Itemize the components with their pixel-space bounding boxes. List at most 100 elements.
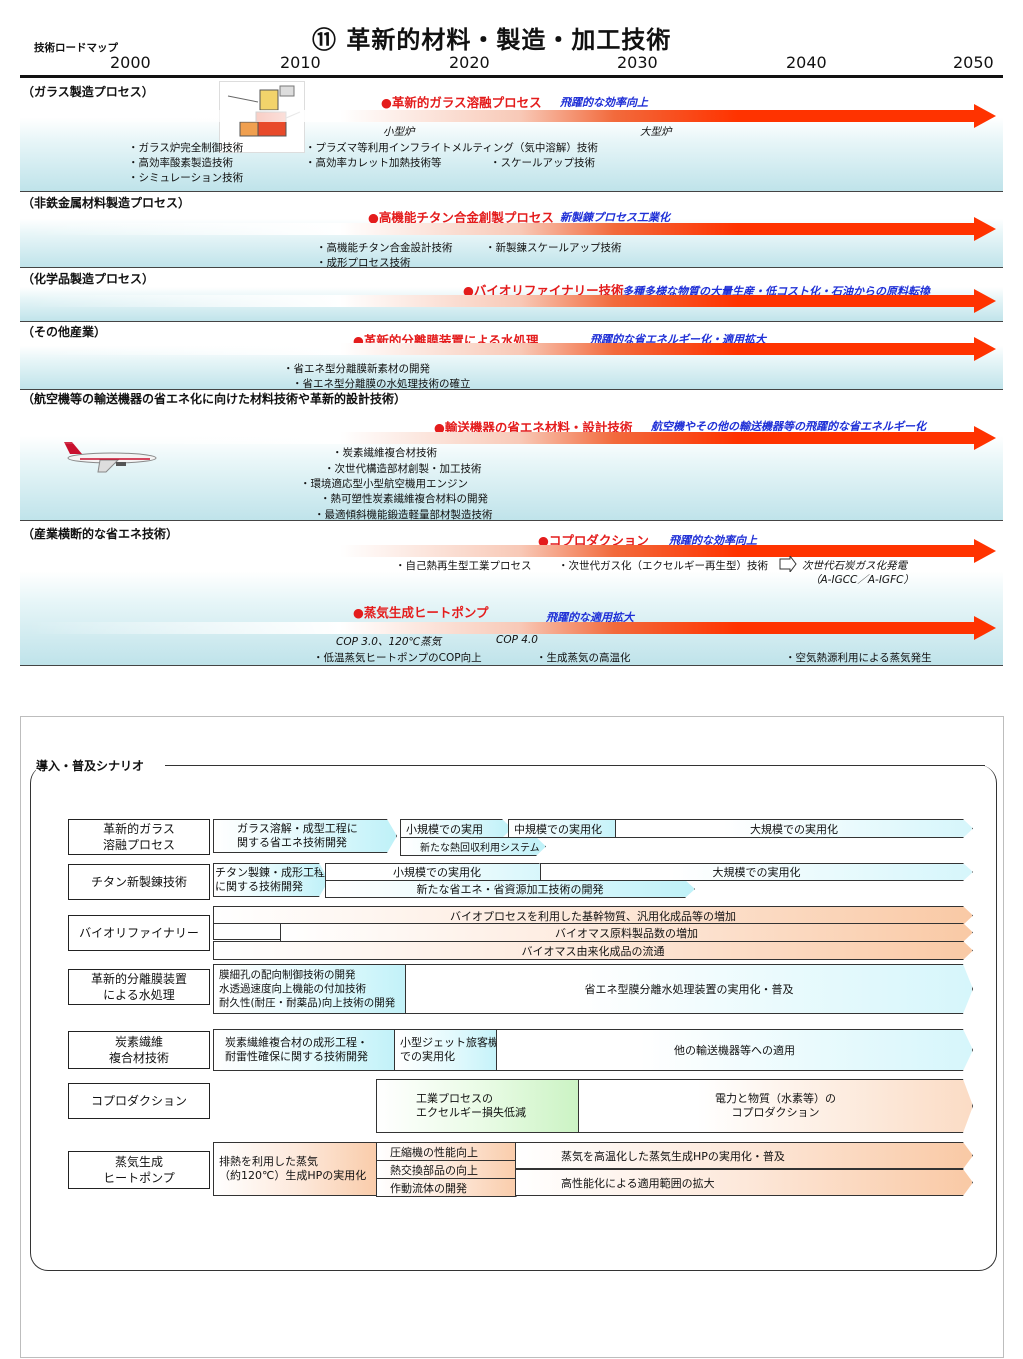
next-note: （A-IGCC／A-IGFC） bbox=[810, 574, 914, 586]
scenario-row-label: チタン新製錬技術 bbox=[68, 864, 210, 900]
tech-item: ・環境適応型小型航空機用エンジン bbox=[300, 478, 468, 490]
scenario-row-label: 炭素繊維複合材技術 bbox=[68, 1031, 210, 1069]
scenario-title-rule bbox=[165, 765, 985, 766]
tech-item: ・最適傾斜機能鍛造軽量部材製造技術 bbox=[314, 509, 493, 521]
milestone-note: 大型炉 bbox=[640, 126, 672, 138]
roadmap-arrow bbox=[28, 539, 996, 563]
arrow-subtitle: 多種多様な物質の大量生産・低コスト化・石油からの原料転換 bbox=[622, 285, 930, 298]
scenario-step: 炭素繊維複合材の成形工程・耐雷性確保に関する技術開発 bbox=[213, 1029, 405, 1071]
tech-item: ・自己熱再生型工業プロセス bbox=[395, 560, 532, 572]
year-label: 2010 bbox=[280, 53, 321, 72]
arrow-title: ●高機能チタン合金創製プロセス bbox=[368, 210, 554, 225]
scenario-step: 中規模での実用化 bbox=[508, 819, 626, 838]
timeline-axis bbox=[20, 75, 1003, 78]
tech-item: ・新製錬スケールアップ技術 bbox=[485, 242, 622, 254]
tech-item: ・省エネ型分離膜新素材の開発 bbox=[283, 363, 430, 375]
tech-item: ・次世代ガス化（エクセルギー再生型）技術 bbox=[558, 560, 768, 572]
scenario-step: 高性能化による適用範囲の拡大 bbox=[515, 1169, 973, 1196]
scenario-row-label: コプロダクション bbox=[68, 1083, 210, 1119]
arrow-subtitle: 飛躍的な適用拡大 bbox=[546, 611, 634, 624]
scenario-step: 膜細孔の配向制御技術の開発水透過速度向上機能の付加技術耐久性(耐圧・耐薬品)向上… bbox=[213, 964, 417, 1014]
scenario-row-label: バイオリファイナリー bbox=[68, 915, 210, 951]
milestone-note: COP 4.0 bbox=[496, 634, 538, 646]
section-category: （化学品製造プロセス） bbox=[22, 272, 155, 286]
roadmap-arrow bbox=[28, 616, 996, 640]
tech-item: ・プラズマ等利用インフライトメルティング（気中溶解）技術 bbox=[305, 142, 598, 154]
year-label: 2040 bbox=[786, 53, 827, 72]
section-transport bbox=[20, 389, 1003, 521]
arrow-title: ●革新的ガラス溶融プロセス bbox=[381, 95, 542, 110]
scenario-bar-edge bbox=[213, 923, 280, 940]
scenario-step: 新たな省エネ・省資源加工技術の開発 bbox=[325, 880, 695, 898]
scenario-step: 大規模での実用化 bbox=[540, 863, 973, 881]
scenario-step: ガラス溶解・成型工程に関する省エネ技術開発 bbox=[213, 819, 397, 853]
tech-item: ・高効率酸素製造技術 bbox=[128, 157, 233, 169]
tech-item: ・炭素繊維複合材技術 bbox=[332, 447, 437, 459]
arrow-title: ●蒸気生成ヒートポンプ bbox=[353, 605, 489, 620]
tech-item: ・次世代構造部材創製・加工技術 bbox=[324, 463, 482, 475]
arrow-subtitle: 航空機やその他の輸送機器等の飛躍的な省エネルギー化 bbox=[651, 420, 926, 433]
scenario-step: 他の輸送機器等への適用 bbox=[496, 1029, 973, 1071]
scenario-step: 作動流体の開発 bbox=[376, 1178, 526, 1197]
year-label: 2020 bbox=[449, 53, 490, 72]
scenario-step: 排熱を利用した蒸気（約120℃）生成HPの実用化 bbox=[213, 1142, 387, 1196]
section-category: （ガラス製造プロセス） bbox=[22, 85, 154, 99]
tech-item: ・高効率カレット加熱技術等 bbox=[305, 157, 442, 169]
milestone-note: 小型炉 bbox=[383, 126, 415, 138]
arrow-title: ●コプロダクション bbox=[538, 533, 649, 548]
year-label: 2050 bbox=[953, 53, 994, 72]
tech-item: ・空気熱源利用による蒸気発生 bbox=[785, 652, 932, 664]
scenario-step: 省エネ型膜分離水処理装置の実用化・普及 bbox=[405, 964, 973, 1014]
section-cross-industry bbox=[20, 520, 1003, 666]
roadmap-arrow bbox=[28, 104, 996, 128]
scenario-step: 蒸気を高温化した蒸気生成HPの実用化・普及 bbox=[515, 1142, 973, 1169]
tech-item: ・スケールアップ技術 bbox=[490, 157, 595, 169]
tech-item: ・省エネ型分離膜の水処理技術の確立 bbox=[292, 378, 471, 390]
roadmap-arrow bbox=[28, 217, 996, 241]
arrow-subtitle: 新製錬プロセス工業化 bbox=[560, 211, 670, 224]
section-glass bbox=[20, 78, 1003, 191]
roadmap-arrow bbox=[28, 426, 996, 450]
tech-item: ・生成蒸気の高温化 bbox=[536, 652, 631, 664]
milestone-note: COP 3.0、120℃蒸気 bbox=[336, 636, 442, 648]
roadmap-arrow bbox=[28, 289, 996, 313]
arrow-subtitle: 飛躍的な効率向上 bbox=[560, 96, 648, 109]
section-category: （航空機等の輸送機器の省エネ化に向けた材料技術や革新的設計技術） bbox=[22, 392, 407, 406]
year-label: 2030 bbox=[617, 53, 658, 72]
section-category: （その他産業） bbox=[22, 325, 107, 339]
section-category: （産業横断的な省エネ技術） bbox=[22, 527, 179, 541]
arrow-subtitle: 飛躍的な省エネルギー化・適用拡大 bbox=[590, 333, 766, 346]
scenario-step: 熱交換部品の向上 bbox=[376, 1160, 526, 1179]
tech-item: ・高機能チタン合金設計技術 bbox=[316, 242, 453, 254]
scenario-step: 新たな熱回収利用システム bbox=[400, 837, 546, 856]
page-title: ⑪ 革新的材料・製造・加工技術 bbox=[312, 26, 672, 54]
arrow-title: ●バイオリファイナリー技術 bbox=[463, 283, 624, 298]
airplane-image bbox=[60, 440, 158, 474]
tech-item: ・成形プロセス技術 bbox=[316, 257, 411, 269]
section-other-industry bbox=[20, 321, 1003, 390]
tech-item: ・低温蒸気ヒートポンプのCOP向上 bbox=[313, 652, 482, 664]
scenario-row-label: 革新的分離膜装置による水処理 bbox=[68, 969, 210, 1005]
scenario-step: 小規模での実用化 bbox=[325, 863, 549, 881]
scenario-row-label: 革新的ガラス溶融プロセス bbox=[68, 819, 210, 855]
scenario-row-label: 蒸気生成ヒートポンプ bbox=[68, 1151, 210, 1189]
next-step-arrow-icon bbox=[779, 554, 797, 574]
scenario-step: バイオマス由来化成品の流通 bbox=[213, 941, 973, 960]
scenario-step: バイオマス原料製品数の増加 bbox=[280, 923, 973, 942]
scenario-step: チタン製錬・成形工程に関する技術開発 bbox=[213, 863, 329, 897]
scenario-step: 電力と物質（水素等）のコプロダクション bbox=[578, 1079, 973, 1133]
tech-item: ・熱可塑性炭素繊維複合材料の開発 bbox=[320, 493, 488, 505]
scenario-step: 大規模での実用化 bbox=[615, 819, 973, 838]
roadmap-arrow bbox=[28, 337, 996, 361]
scenario-step: 小規模での実用 bbox=[400, 819, 512, 838]
tech-item: ・シミュレーション技術 bbox=[128, 172, 244, 184]
scenario-step: 小型ジェット旅客機での実用化 bbox=[394, 1029, 508, 1071]
section-chemical bbox=[20, 267, 1003, 322]
roadmap-header-label: 技術ロードマップ bbox=[34, 42, 118, 54]
scenario-step: 工業プロセスのエクセルギー損失低減 bbox=[376, 1079, 592, 1133]
arrow-subtitle: 飛躍的な効率向上 bbox=[669, 534, 757, 547]
scenario-step: バイオプロセスを利用した基幹物質、汎用化成品等の増加 bbox=[213, 906, 973, 925]
tech-item: ・ガラス炉完全制御技術 bbox=[128, 142, 244, 154]
section-category: （非鉄金属材料製造プロセス） bbox=[22, 196, 191, 210]
scenario-title: 導入・普及シナリオ bbox=[36, 757, 153, 774]
